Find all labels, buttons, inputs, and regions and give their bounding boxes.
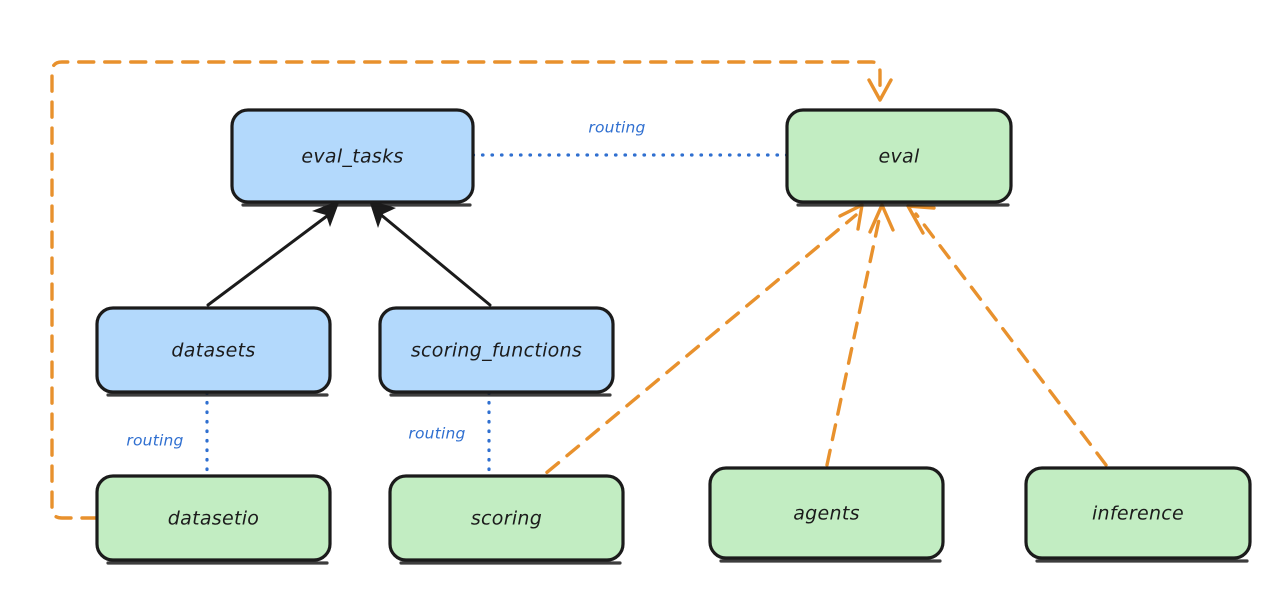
node-eval[interactable]: eval: [785, 108, 1013, 207]
node-scoring_functions[interactable]: scoring_functions: [378, 306, 615, 397]
node-eval_tasks-shape: [230, 108, 475, 204]
node-agents-shape: [708, 466, 945, 560]
node-scoring_functions-label: scoring_functions: [411, 340, 582, 362]
edge-inference-eval: [906, 204, 1108, 467]
node-inference[interactable]: inference: [1024, 466, 1252, 563]
edge-label-routing-eval: routing: [588, 119, 645, 137]
arrowhead-icon: [312, 200, 340, 227]
node-scoring_functions-shape: [378, 306, 615, 394]
edge-datasets-datasetio: routing: [126, 391, 209, 478]
edge-scoringfn-eval_tasks: [369, 200, 492, 307]
edge-agents-eval: [825, 203, 895, 467]
arrowhead-icon: [369, 200, 396, 228]
node-agents[interactable]: agents: [708, 466, 945, 563]
edge-label-routing-datasetio: routing: [126, 432, 183, 450]
node-datasetio-label: datasetio: [168, 508, 259, 530]
edge-datasets-eval_tasks: [206, 200, 340, 307]
node-inference-label: inference: [1092, 503, 1184, 525]
node-eval_tasks[interactable]: eval_tasks: [230, 108, 475, 207]
node-scoring-label: scoring: [471, 508, 542, 530]
node-eval-shape: [785, 108, 1013, 204]
node-scoring[interactable]: scoring: [388, 474, 625, 565]
node-inference-shape: [1024, 466, 1252, 560]
node-datasetio[interactable]: datasetio: [95, 474, 332, 565]
node-datasets-shape: [95, 306, 332, 394]
edge-label-routing-scoring: routing: [408, 425, 465, 443]
node-datasetio-shape: [95, 474, 332, 562]
edge-eval_tasks-eval: routing: [471, 119, 789, 157]
node-agents-label: agents: [793, 503, 860, 525]
node-eval-label: eval: [878, 146, 919, 168]
node-datasets-label: datasets: [171, 340, 255, 362]
node-eval_tasks-label: eval_tasks: [301, 146, 403, 168]
arrowhead-icon: [868, 203, 895, 234]
edge-scoringfn-scoring: routing: [408, 391, 491, 478]
arrowhead-icon: [867, 78, 893, 102]
arrowhead-icon: [906, 204, 936, 235]
node-scoring-shape: [388, 474, 625, 562]
edge-datasetio-eval: [50, 60, 893, 520]
node-datasets[interactable]: datasets: [95, 306, 332, 397]
